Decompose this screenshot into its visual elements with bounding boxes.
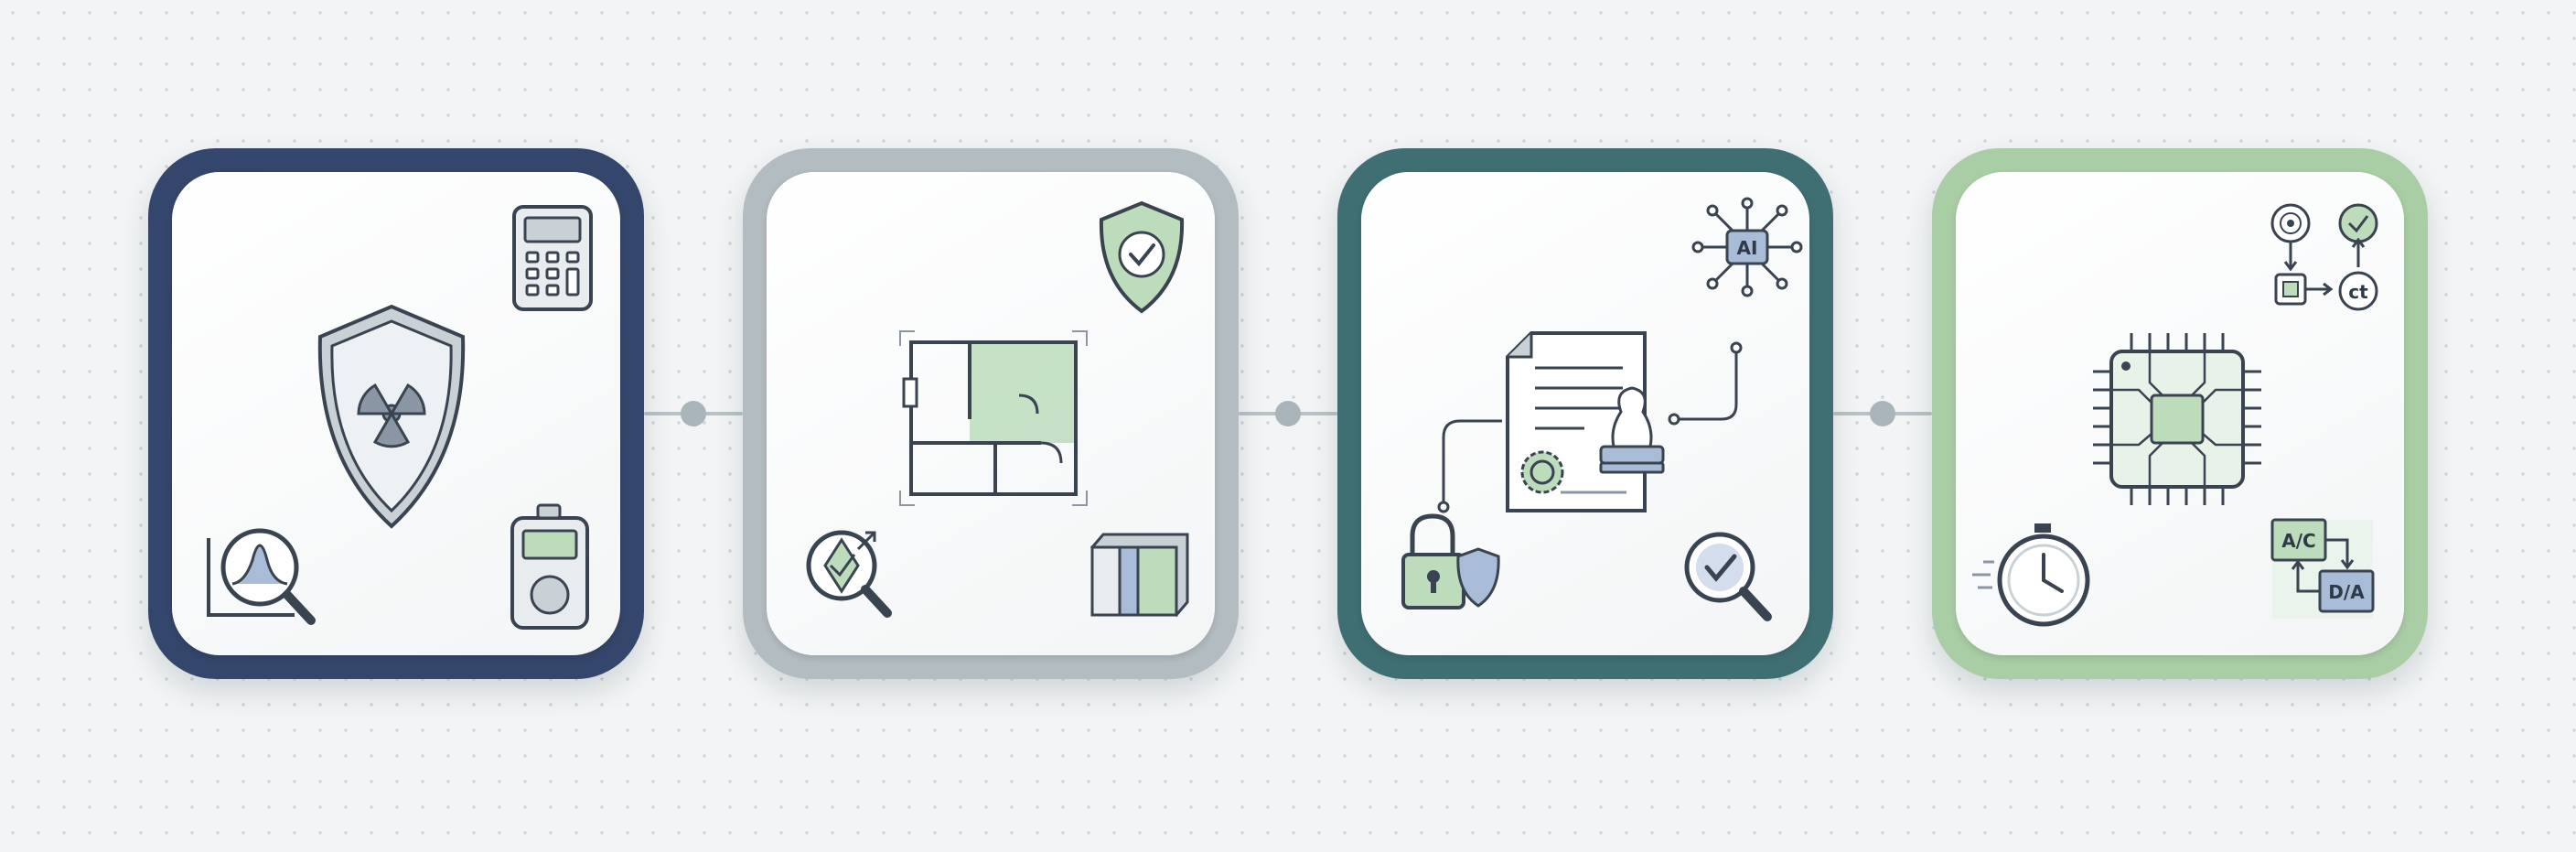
verify-magnifier-icon	[806, 530, 892, 618]
card-ai-certification: AI	[1337, 148, 1833, 679]
microchip-icon	[2093, 333, 2261, 505]
card-radiation-protection	[148, 148, 644, 679]
stopwatch-icon	[1972, 523, 2090, 627]
dosimeter-icon	[510, 503, 589, 630]
ai-label: AI	[1737, 237, 1758, 259]
circuit-trace	[1442, 419, 1502, 503]
check-shield-icon	[1099, 200, 1185, 314]
circuit-trace	[1674, 351, 1738, 421]
floor-plan-icon	[899, 330, 1088, 506]
ct-circle-icon: ct	[2338, 271, 2378, 311]
card-2-panel	[767, 172, 1215, 655]
card-1-panel	[172, 172, 620, 655]
seal-icon	[1520, 450, 1564, 494]
circuit-node	[1437, 501, 1450, 513]
circuit-node	[1730, 341, 1743, 354]
connector-node-1	[681, 401, 706, 426]
connector-node-2	[1275, 401, 1301, 426]
shielding-block-icon	[1089, 533, 1189, 618]
card-2-art	[806, 200, 1189, 618]
check-circle-icon	[2338, 203, 2378, 267]
radiation-shield-icon	[317, 304, 466, 529]
card-4-panel: ct	[1956, 172, 2404, 655]
connector-node-3	[1870, 401, 1895, 426]
antenna-icon	[2270, 203, 2311, 272]
card-shielding-design	[743, 148, 1239, 679]
card-3-art: AI	[1401, 197, 1803, 621]
card-1-art	[207, 205, 593, 630]
padlock-shield-icon	[1401, 513, 1500, 609]
card-4-art: ct	[1972, 203, 2378, 627]
small-chip-icon	[2274, 273, 2334, 306]
calculator-icon	[512, 205, 593, 311]
card-electronics: ct	[1932, 148, 2428, 679]
adc-dac-icon: A/C D/A	[2270, 518, 2375, 619]
card-3-panel: AI	[1361, 172, 1809, 655]
ai-chip-icon: AI	[1691, 197, 1803, 297]
spectrum-magnifier-icon	[207, 528, 316, 625]
check-magnifier-icon	[1684, 532, 1772, 621]
circuit-node	[1668, 413, 1680, 426]
stamp-icon	[1599, 386, 1665, 474]
dac-label: D/A	[2328, 581, 2365, 603]
adc-label: A/C	[2281, 530, 2315, 552]
ct-label: ct	[2348, 281, 2368, 303]
